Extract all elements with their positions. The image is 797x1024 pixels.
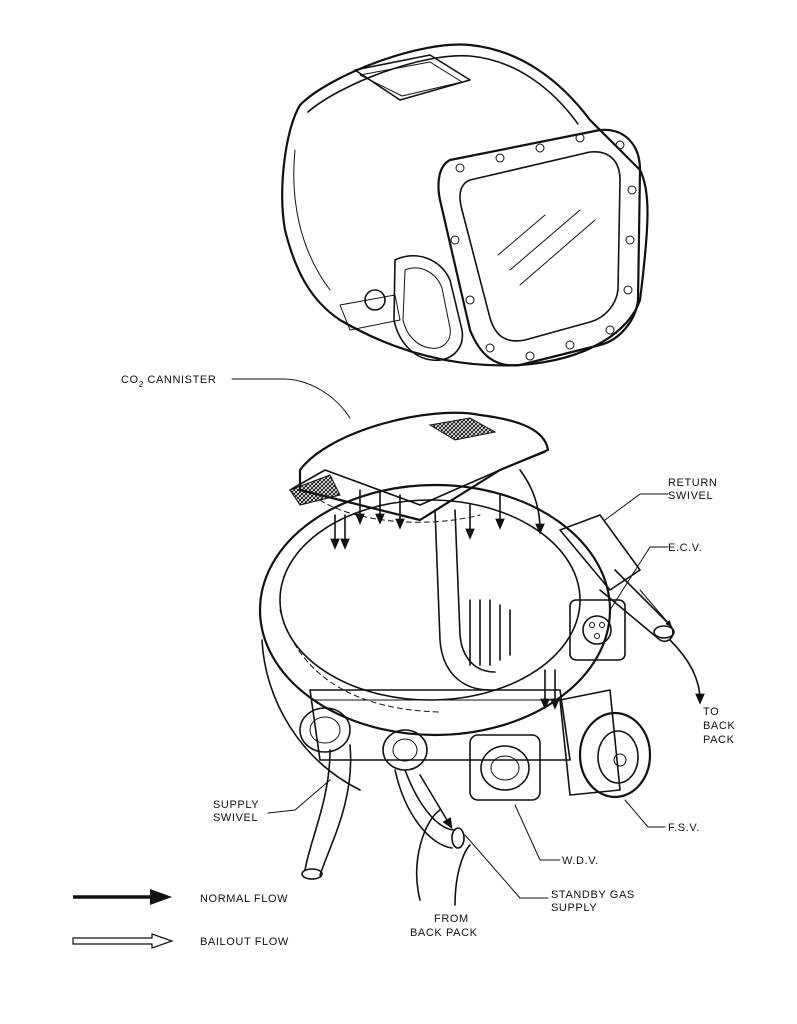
from-back-pack-label-line2: BACK PACK — [410, 927, 478, 939]
bailout-flow-label: BAILOUT FLOW — [200, 936, 289, 948]
return-swivel-part — [559, 514, 675, 643]
wdv-label: W.D.V. — [562, 855, 599, 867]
standby-gas-supply-label-line1: STANDBY GAS — [551, 889, 635, 901]
bailout-flow-arrow-icon — [72, 933, 174, 949]
supply-swivel-label-line1: SUPPLY — [213, 799, 259, 811]
from-back-pack-label-line1: FROM — [434, 913, 469, 925]
return-swivel-label-line1: RETURN — [668, 477, 717, 489]
fsv-part — [559, 689, 652, 799]
leader-lines — [231, 378, 705, 906]
ecv-label: E.C.V. — [668, 542, 702, 554]
standby-gas-supply-label-line2: SUPPLY — [551, 902, 597, 914]
supply-swivel-part — [299, 707, 465, 880]
co2-cannister-body — [289, 411, 550, 523]
legend-bailout-flow: BAILOUT FLOW — [72, 933, 289, 949]
return-swivel-label-line2: SWIVEL — [668, 490, 713, 502]
internal-flow-arrows — [330, 469, 560, 710]
wdv-part — [469, 734, 541, 801]
helmet-shell — [281, 43, 649, 367]
visor-bolts — [450, 133, 637, 361]
fsv-label: F.S.V. — [668, 822, 700, 834]
supply-swivel-label-line2: SWIVEL — [213, 812, 258, 824]
to-back-pack-label-line1: TO — [703, 706, 719, 718]
ecv-part — [569, 599, 626, 661]
normal-flow-label: NORMAL FLOW — [200, 893, 288, 905]
neck-ring-assembly — [258, 411, 675, 880]
legend-normal-flow: NORMAL FLOW — [73, 889, 288, 905]
to-back-pack-label-line2: BACK — [703, 720, 735, 732]
svg-text:CO2 CANNISTER: CO2 CANNISTER — [121, 374, 216, 389]
to-back-pack-label-line3: PACK — [703, 734, 735, 746]
co2-cannister-label: CO2 CANNISTER — [121, 374, 216, 389]
legend: NORMAL FLOW BAILOUT FLOW — [72, 889, 289, 949]
normal-flow-arrowhead-icon — [150, 889, 172, 905]
